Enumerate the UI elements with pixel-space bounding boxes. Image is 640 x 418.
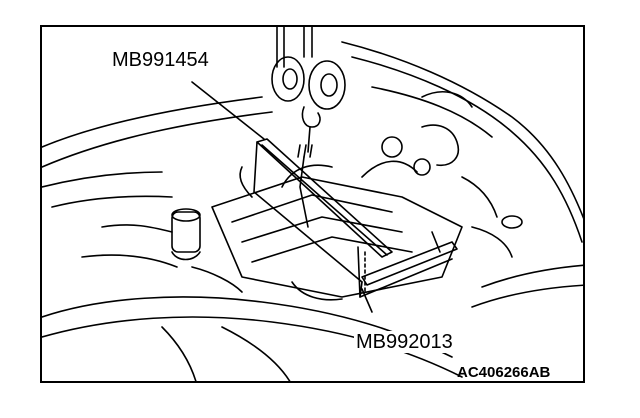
hoist-pulley: [271, 27, 346, 158]
figure-id: AC406266AB: [457, 364, 551, 381]
left-fender: [42, 171, 201, 268]
leader-line-mb991454: [191, 81, 265, 140]
engine-block: [191, 124, 523, 301]
callout-mb991454: MB991454: [110, 49, 211, 71]
engine-hanger: [357, 231, 458, 298]
leader-line-mb992013: [361, 288, 373, 313]
illustration-frame: MB991454 MB992013 AC406266AB: [40, 25, 585, 383]
engine-bay-illustration: [42, 27, 583, 381]
callout-mb992013: MB992013: [354, 331, 455, 353]
hood-outline: [42, 41, 583, 243]
lifting-bar: [253, 138, 393, 283]
